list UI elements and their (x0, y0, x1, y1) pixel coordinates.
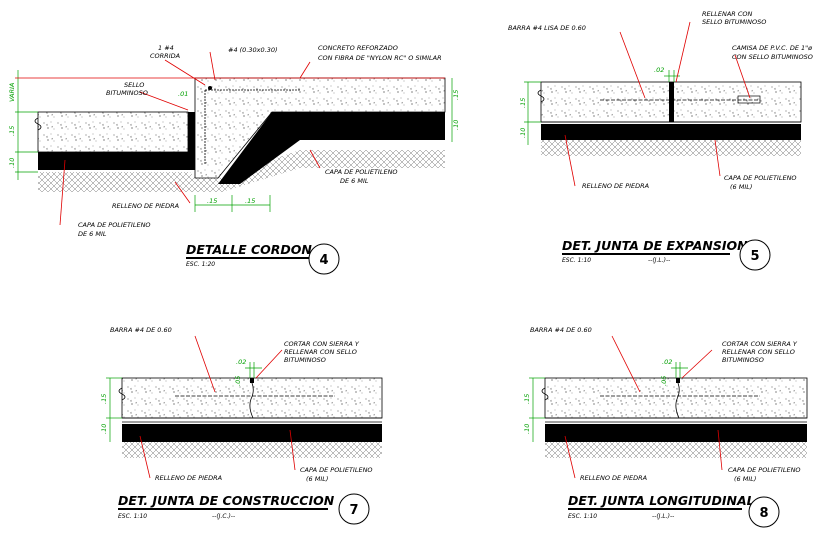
dim-10-right: .10 (452, 120, 460, 130)
detail-scale: ESC. 1:20 (186, 261, 215, 268)
polyethylene-layer (541, 124, 801, 140)
detail-cordon: VARIA .15 .10 .15 .10 .15 .15 .01 1 #4 C… (8, 44, 460, 275)
label-cortar-1: CORTAR CON SIERRA Y (284, 340, 360, 348)
label-bar: 1 #4 (158, 44, 174, 52)
detail-junta-longitudinal: .15 .10 .02 .05 BARRA #4 DE 0.60 CORTAR … (523, 326, 808, 528)
polyethylene-layer (122, 424, 382, 442)
dim-15-bottom-1: .15 (207, 197, 217, 205)
gravel-fill-hatch (122, 442, 382, 458)
label-rellenar-1: RELLENAR CON (702, 10, 753, 18)
label-capa-left-1: CAPA DE POLIETILENO (78, 221, 151, 229)
detail-joint-code: --(J.L.)-- (652, 513, 674, 520)
detail-number-circle (748, 496, 780, 528)
detail-scale: ESC. 1:10 (118, 513, 147, 520)
detail-scale: ESC. 1:10 (562, 257, 591, 264)
label-capa-right-1: CAPA DE POLIETILENO (325, 168, 398, 176)
label-barra: BARRA #4 DE 0.60 (110, 326, 172, 334)
slab (544, 377, 808, 419)
sawcut-seal (676, 378, 680, 383)
detail-junta-construccion: .15 .10 .02 .05 BARRA #4 DE 0.60 CORTAR … (100, 326, 383, 525)
detail-number-circle (338, 493, 370, 525)
detail-scale: ESC. 1:10 (568, 513, 597, 520)
dim-varia: VARIA (8, 83, 16, 102)
label-concreto-2: CON FIBRA DE "NYLON RC" O SIMILAR (318, 54, 442, 62)
detail-title: DET. JUNTA DE EXPANSION (562, 238, 748, 253)
dim-15: .15 (100, 394, 108, 404)
label-camisa-1: CAMISA DE P.V.C. DE 1"ø (732, 44, 813, 52)
dim-10: .10 (100, 424, 108, 434)
detail-number-circle (308, 243, 340, 275)
label-relleno: RELLENO DE PIEDRA (112, 202, 179, 210)
expansion-joint-seal (669, 82, 674, 122)
detail-title: DET. JUNTA DE CONSTRUCCION (118, 493, 335, 508)
label-cortar-2: RELLENAR CON SELLO (284, 348, 357, 356)
polyethylene-layer-curb (218, 112, 445, 184)
gravel-fill-hatch (545, 442, 807, 458)
sawcut-seal (250, 378, 254, 383)
label-sello-1: SELLO (124, 81, 144, 89)
label-camisa-2: CON SELLO BITUMINOSO (732, 53, 813, 61)
dim-05: .05 (660, 376, 668, 386)
label-capa-1: CAPA DE POLIETILENO (728, 466, 801, 474)
label-capa-left-2: DE 6 MIL (78, 230, 107, 238)
dim-15-right: .15 (452, 90, 460, 100)
polyethylene-layer-left (38, 152, 192, 170)
label-cortar-1: CORTAR CON SIERRA Y (722, 340, 798, 348)
detail-number: 4 (319, 253, 328, 268)
label-capa-2: (6 MIL) (306, 475, 328, 483)
label-cortar-3: BITUMINOSO (722, 356, 764, 364)
label-grid: #4 (0.30x0.30) (228, 46, 278, 54)
label-relleno: RELLENO DE PIEDRA (582, 182, 649, 190)
detail-number: 5 (750, 249, 759, 264)
dim-01: .01 (178, 90, 188, 98)
label-capa-right-2: DE 6 MIL (340, 177, 369, 185)
dim-15-left: .15 (8, 126, 16, 136)
dim-02: .02 (236, 358, 246, 366)
slab-left (37, 111, 189, 153)
dim-15: .15 (523, 394, 531, 404)
slab (121, 377, 383, 419)
dim-02: .02 (654, 66, 664, 74)
label-capa-1: CAPA DE POLIETILENO (300, 466, 373, 474)
label-barra: BARRA #4 LISA DE 0.60 (508, 24, 586, 32)
label-concreto-1: CONCRETO REFORZADO (318, 44, 398, 52)
label-cortar-3: BITUMINOSO (284, 356, 326, 364)
rebar-corrida (208, 86, 212, 90)
detail-title: DET. JUNTA LONGITUDINAL (568, 493, 755, 508)
longitudinal-joint-line (675, 382, 680, 419)
label-sello-2: BITUMINOSO (106, 89, 148, 97)
label-corrida: CORRIDA (150, 52, 180, 60)
gravel-fill-hatch (541, 140, 801, 156)
dim-10-left: .10 (8, 158, 16, 168)
detail-title: DETALLE CORDON (186, 242, 312, 257)
detail-joint-code: --(J.C.)-- (212, 513, 235, 520)
detail-junta-expansion: .15 .10 .02 BARRA #4 LISA DE 0.60 RELLEN… (508, 10, 813, 271)
dim-10: .10 (519, 128, 527, 138)
dim-15-bottom-2: .15 (245, 197, 255, 205)
label-cortar-2: RELLENAR CON SELLO (722, 348, 795, 356)
label-capa-2: (6 MIL) (730, 183, 752, 191)
label-relleno: RELLENO DE PIEDRA (580, 474, 647, 482)
dim-05: .05 (234, 376, 242, 386)
polyethylene-layer (545, 424, 807, 442)
detail-joint-code: --(J.L.)-- (648, 257, 670, 264)
dim-15: .15 (519, 98, 527, 108)
detail-number-circle (739, 239, 771, 271)
dim-10: .10 (523, 424, 531, 434)
detail-number: 8 (759, 506, 768, 521)
detail-number: 7 (349, 503, 358, 518)
label-relleno: RELLENO DE PIEDRA (155, 474, 222, 482)
dim-02: .02 (662, 358, 672, 366)
label-capa-1: CAPA DE POLIETILENO (724, 174, 797, 182)
label-barra: BARRA #4 DE 0.60 (530, 326, 592, 334)
label-rellenar-2: SELLO BITUMINOSO (702, 18, 766, 26)
label-capa-2: (6 MIL) (734, 475, 756, 483)
bitumen-seal (188, 112, 195, 170)
construction-joint-line (249, 382, 254, 419)
